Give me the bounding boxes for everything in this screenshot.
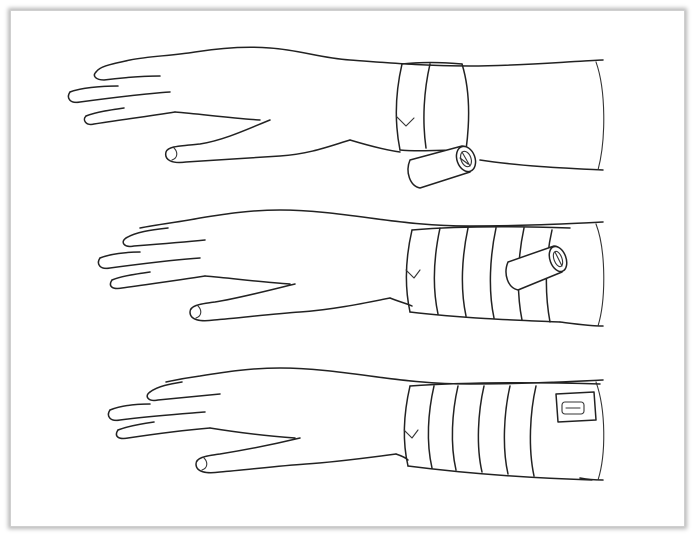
hand-with-bandage-wrapping-icon [98,210,603,326]
hand-with-bandage-roll-start-icon [68,47,603,188]
hand-with-bandage-finished-icon [108,368,603,480]
